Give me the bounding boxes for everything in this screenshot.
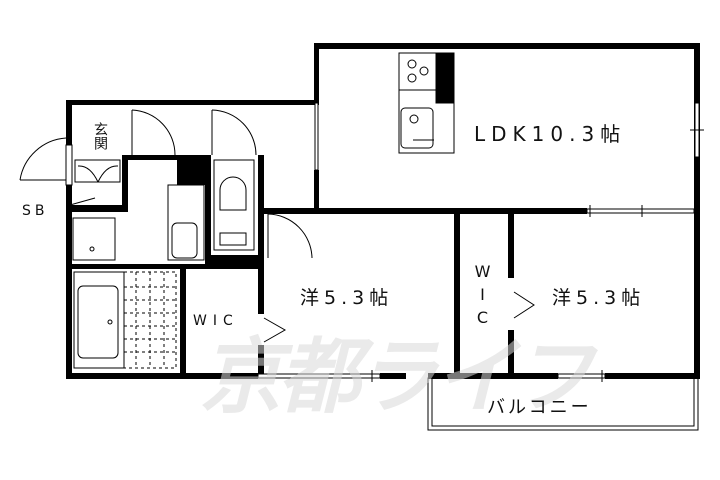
windows xyxy=(65,102,704,382)
watermark: 京都ライフ xyxy=(200,330,594,425)
washbasin-icon xyxy=(167,184,205,261)
room-label-entrance: 玄関 xyxy=(92,122,108,150)
doors xyxy=(19,109,535,343)
room-label-wic-1: WIC xyxy=(193,313,239,329)
toilet-icon xyxy=(213,159,255,251)
room-label-wic-2: WIC xyxy=(473,262,492,331)
stove-icon xyxy=(398,52,437,91)
sink-icon xyxy=(398,89,455,154)
washing-machine-icon xyxy=(72,217,116,261)
room-label-ldk: LDK10.3帖 xyxy=(474,122,627,146)
room-label-western-2: 洋5.3帖 xyxy=(552,287,646,309)
walls xyxy=(66,43,700,379)
room-label-western-1: 洋5.3帖 xyxy=(300,287,394,309)
shoe-rack-icon xyxy=(69,159,121,206)
bathtub-icon xyxy=(73,271,125,369)
room-label-balcony: バルコニー xyxy=(487,397,592,418)
room-label-shoebox: SB xyxy=(22,203,49,219)
shower-floor-grid xyxy=(123,271,177,369)
